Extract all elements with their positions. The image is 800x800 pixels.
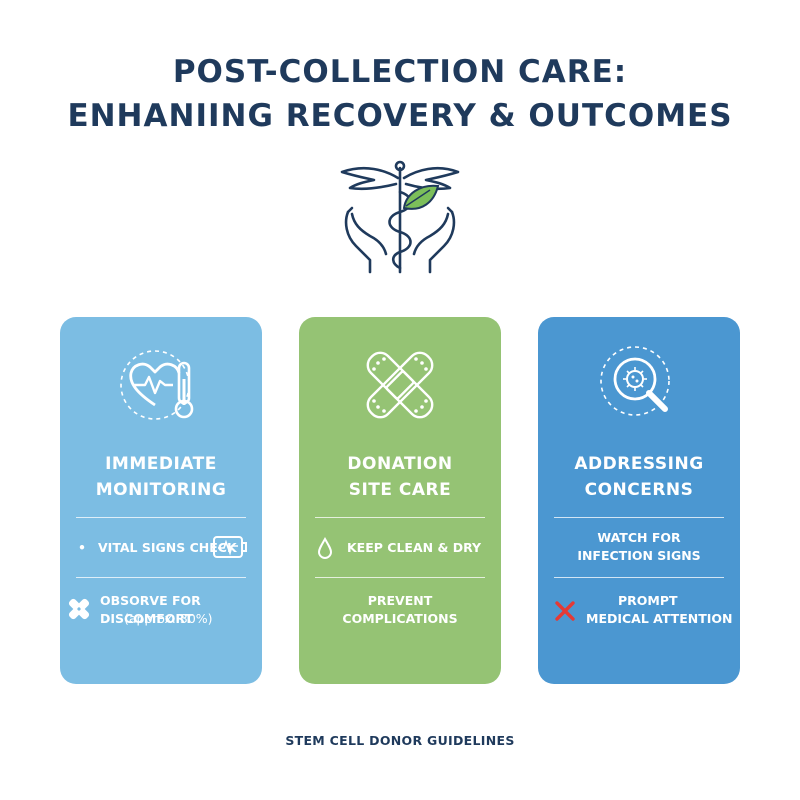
heading-line-2: CONCERNS: [584, 480, 694, 500]
bullet: •: [78, 540, 86, 555]
title-line-1: POST-COLLECTION CARE:: [172, 54, 628, 90]
heading-line-1: DONATION: [347, 454, 453, 474]
page-title: POST-COLLECTION CARE: ENHANIING RECOVERY…: [0, 50, 800, 138]
divider: [554, 517, 724, 518]
item-text-line-1: PREVENT: [367, 593, 433, 608]
card-donation-site-care: DONATION SITE CARE KEEP CLEAN & DRY PREV…: [299, 317, 501, 684]
heading-line-1: IMMEDIATE: [105, 454, 217, 474]
heading-line-2: MONITORING: [95, 480, 227, 500]
divider: [315, 517, 485, 518]
card-immediate-monitoring: IMMEDIATE MONITORING • VITAL SIGNS CHECK…: [60, 317, 262, 684]
footer-text: STEM CELL DONOR GUIDELINES: [285, 733, 515, 748]
bandage-cross-icon: [68, 598, 90, 620]
vital-monitor-icon: [213, 536, 247, 558]
item-text-line-1: OBSORVE FOR DISCOMFORT: [100, 593, 201, 626]
divider: [315, 577, 485, 578]
water-drop-icon: [317, 537, 333, 559]
heading-line-2: SITE CARE: [348, 480, 452, 500]
card-heading: IMMEDIATE MONITORING: [60, 451, 262, 503]
crossed-bandages-icon: [366, 351, 434, 419]
card-heading: DONATION SITE CARE: [299, 451, 501, 503]
item-text-line-2: INFECTION SIGNS: [577, 548, 701, 563]
item-text-line-1: PROMPT: [618, 593, 678, 608]
caduceus-with-leaf-and-hands-icon: [340, 160, 460, 274]
heart-pulse-thermometer-icon: [120, 350, 194, 420]
divider: [76, 577, 246, 578]
item-text: KEEP CLEAN & DRY: [347, 540, 482, 555]
item-text-line-2: COMPLICATIONS: [342, 611, 458, 626]
item-text-line-2: MEDICAL ATTENTION: [586, 611, 733, 626]
card-heading: ADDRESSING CONCERNS: [538, 451, 740, 503]
title-line-2: ENHANIING RECOVERY & OUTCOMES: [67, 98, 733, 134]
divider: [76, 517, 246, 518]
heading-line-1: ADDRESSING: [574, 454, 704, 474]
item-text-line-1: WATCH FOR: [597, 530, 681, 545]
card-addressing-concerns: ADDRESSING CONCERNS WATCH FOR INFECTION …: [538, 317, 740, 684]
divider: [554, 577, 724, 578]
list-item: PREVENT COMPLICATIONS: [299, 592, 501, 628]
item-text-line-2: (approx. 30%): [124, 611, 213, 626]
red-x-icon: [555, 601, 575, 621]
magnifier-germ-icon: [600, 346, 670, 416]
list-item: WATCH FOR INFECTION SIGNS: [538, 529, 740, 565]
item-text: VITAL SIGNS CHECK: [98, 540, 237, 555]
